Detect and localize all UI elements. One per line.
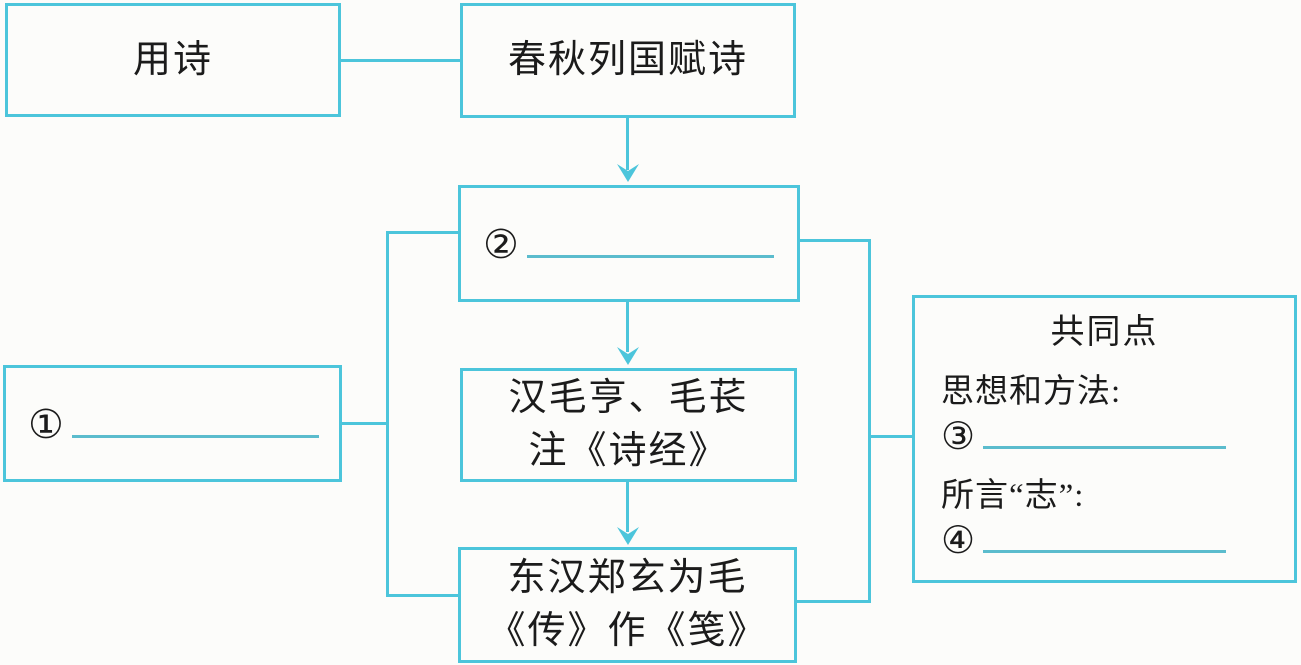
arrow-2-head-icon (617, 347, 639, 365)
arrow-1-shaft (626, 118, 629, 170)
node-mao-commentary-line1: 汉毛亨、毛苌 (508, 377, 749, 419)
blank-one-fill-line (71, 401, 319, 438)
left-bracket-bottom-horizontal (386, 594, 461, 597)
node-blank-one: ① (3, 365, 342, 482)
left-bracket-vertical (386, 231, 389, 597)
node-common-points: 共同点 思想和方法: ③ 所言“志”: ④ (912, 295, 1297, 583)
node-mao-commentary: 汉毛亨、毛苌 注《诗经》 (460, 368, 797, 482)
arrow-2-shaft (626, 302, 629, 352)
right-bracket-top-horizontal (800, 239, 871, 242)
node-chunqiu-states-label: 春秋列国赋诗 (507, 39, 748, 81)
blank-two-fill-line (526, 221, 774, 258)
right-bracket-vertical (868, 239, 871, 603)
left-bracket-top-horizontal (386, 231, 461, 234)
arrow-3-shaft (626, 482, 629, 532)
common-points-thought-method-label: 思想和方法: (941, 374, 1122, 410)
node-blank-two: ② (458, 185, 800, 302)
blank-three-fill-line (983, 412, 1227, 449)
node-zheng-xuan: 东汉郑玄为毛 《传》作《笺》 (458, 547, 797, 663)
common-points-zhi-label: 所言“志”: (941, 478, 1085, 514)
connector-top-horizontal (341, 59, 460, 62)
common-points-title: 共同点 (1050, 314, 1159, 351)
right-bracket-tap-to-common-points (868, 435, 915, 438)
blank-four-fill-line (983, 516, 1227, 553)
blank-three-marker: ③ (941, 416, 976, 458)
blank-two-row: ② (461, 221, 797, 267)
left-bracket-tap-to-blank-one (342, 422, 389, 425)
node-mao-commentary-line2: 注《诗经》 (528, 430, 729, 472)
blank-two-marker: ② (483, 221, 519, 267)
node-use-poetry: 用诗 (5, 3, 341, 117)
blank-one-row: ① (6, 401, 339, 447)
arrow-1-head-icon (617, 164, 639, 182)
right-bracket-bottom-horizontal (797, 600, 871, 603)
node-zheng-xuan-line2: 《传》作《笺》 (487, 610, 768, 652)
blank-one-marker: ① (28, 401, 64, 447)
node-use-poetry-label: 用诗 (132, 38, 213, 81)
blank-three-row: ③ (941, 412, 1294, 464)
blank-four-row: ④ (941, 516, 1294, 568)
node-zheng-xuan-line1: 东汉郑玄为毛 (507, 557, 748, 599)
node-chunqiu-states: 春秋列国赋诗 (460, 3, 796, 118)
blank-four-marker: ④ (941, 520, 976, 562)
arrow-3-head-icon (617, 527, 639, 545)
